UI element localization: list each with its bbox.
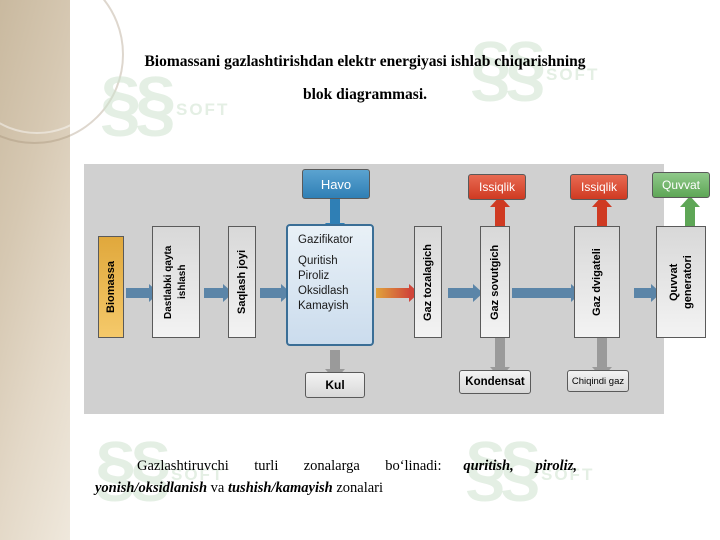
block-gaz-tozalagich-label: Gaz tozalagich: [422, 243, 434, 321]
block-biomassa[interactable]: Biomassa: [98, 236, 124, 338]
flow-arrow-saqlash-to-gazifikator: [260, 284, 291, 302]
flow-arrow-sovutgich-to-dvigatel: [512, 284, 581, 302]
block-havo[interactable]: Havo: [302, 169, 370, 199]
block-gazifikator[interactable]: Gazifikator Quritish Piroliz Oksidlash K…: [286, 224, 374, 346]
block-gaz-dvigateli[interactable]: Gaz dvigateli: [574, 226, 620, 338]
block-issiqlik-sovutgich[interactable]: Issiqlik: [468, 174, 526, 200]
block-quvvat-generatori-label: Quvvat generatori: [668, 255, 694, 309]
block-saqlash-joyi[interactable]: Saqlash joyi: [228, 226, 256, 338]
block-gazifikator-line1: Quritish: [298, 255, 338, 267]
block-quvvat[interactable]: Quvvat: [652, 172, 710, 198]
caption-word-2: turli: [254, 458, 279, 474]
flow-arrow-gazifikator-to-tozalagich: [376, 284, 419, 302]
block-kul-label: Kul: [325, 378, 345, 392]
caption-word-3: zonalarga: [303, 458, 360, 474]
exhaust-arrow: [592, 334, 612, 378]
caption-emphasis-2: piroliz: [535, 458, 574, 474]
block-gaz-sovutgich[interactable]: Gaz sovutgich: [480, 226, 510, 338]
page-title-line2: blok diagrammasi.: [302, 86, 427, 103]
block-issiqlik-sovutgich-label: Issiqlik: [478, 180, 515, 194]
page-title: Biomassani gazlashtirishdan elektr energ…: [95, 45, 635, 111]
condensate-arrow: [490, 334, 510, 378]
block-dastlabki-label: Dastlabki qayta ishlash: [163, 245, 188, 319]
block-dastlabki-qayta-ishlash[interactable]: Dastlabki qayta ishlash: [152, 226, 200, 338]
block-issiqlik-dvigatel[interactable]: Issiqlik: [570, 174, 628, 200]
caption-emphasis-4: tushish/kamayish: [227, 480, 333, 496]
caption-paragraph: Gazlashtiruvchi turli zonalarga bo‘linad…: [95, 455, 640, 499]
flow-arrow-dvigatel-to-generator: [634, 284, 661, 302]
block-biomassa-label: Biomassa: [105, 261, 117, 313]
flow-arrow-biomassa-to-dastlabki: [126, 284, 159, 302]
block-kul[interactable]: Kul: [305, 372, 365, 398]
block-kondensat-label: Kondensat: [465, 376, 525, 388]
air-arrow-havo: [325, 198, 345, 234]
power-arrow-generator: [680, 196, 700, 234]
block-gazifikator-line3: Oksidlash: [298, 285, 349, 297]
caption-emphasis-1: quritish: [463, 458, 511, 474]
caption-sep-2: ,: [573, 458, 577, 474]
block-gaz-dvigateli-label: Gaz dvigateli: [591, 248, 603, 316]
caption-word-4: bo‘linadi:: [385, 458, 442, 474]
block-issiqlik-dvigatel-label: Issiqlik: [580, 180, 617, 194]
block-gazifikator-line2: Piroliz: [298, 270, 330, 282]
block-saqlash-label: Saqlash joyi: [236, 249, 248, 315]
caption-emphasis-3: yonish/oksidlanish: [95, 480, 208, 496]
block-gaz-tozalagich[interactable]: Gaz tozalagich: [414, 226, 442, 338]
caption-tail: zonalari: [332, 480, 384, 496]
page-title-line1: Biomassani gazlashtirishdan elektr energ…: [144, 53, 586, 70]
caption-mid: va: [207, 480, 228, 496]
block-quvvat-label: Quvvat: [661, 178, 700, 192]
block-chiqindi-gaz[interactable]: Chiqindi gaz: [567, 370, 629, 392]
block-havo-label: Havo: [320, 176, 352, 192]
caption-sep-1: ,: [510, 458, 514, 474]
block-quvvat-generatori[interactable]: Quvvat generatori: [656, 226, 706, 338]
block-chiqindi-gaz-label: Chiqindi gaz: [571, 375, 625, 387]
block-gazifikator-line4: Kamayish: [298, 300, 349, 312]
block-gaz-sovutgich-label: Gaz sovutgich: [489, 244, 501, 320]
caption-word-1: Gazlashtiruvchi: [137, 458, 229, 474]
ash-arrow-kul: [325, 350, 345, 380]
heat-arrow-dvigatel: [592, 196, 612, 238]
flow-arrow-dastlabki-to-saqlash: [204, 284, 233, 302]
left-decorative-band: [0, 0, 124, 540]
heat-arrow-sovutgich: [490, 196, 510, 238]
block-diagram: Biomassa Dastlabki qayta ishlash Saqlash…: [84, 164, 710, 414]
flow-arrow-tozalagich-to-sovutgich: [448, 284, 483, 302]
block-gazifikator-title: Gazifikator: [298, 234, 353, 246]
block-kondensat[interactable]: Kondensat: [459, 370, 531, 394]
